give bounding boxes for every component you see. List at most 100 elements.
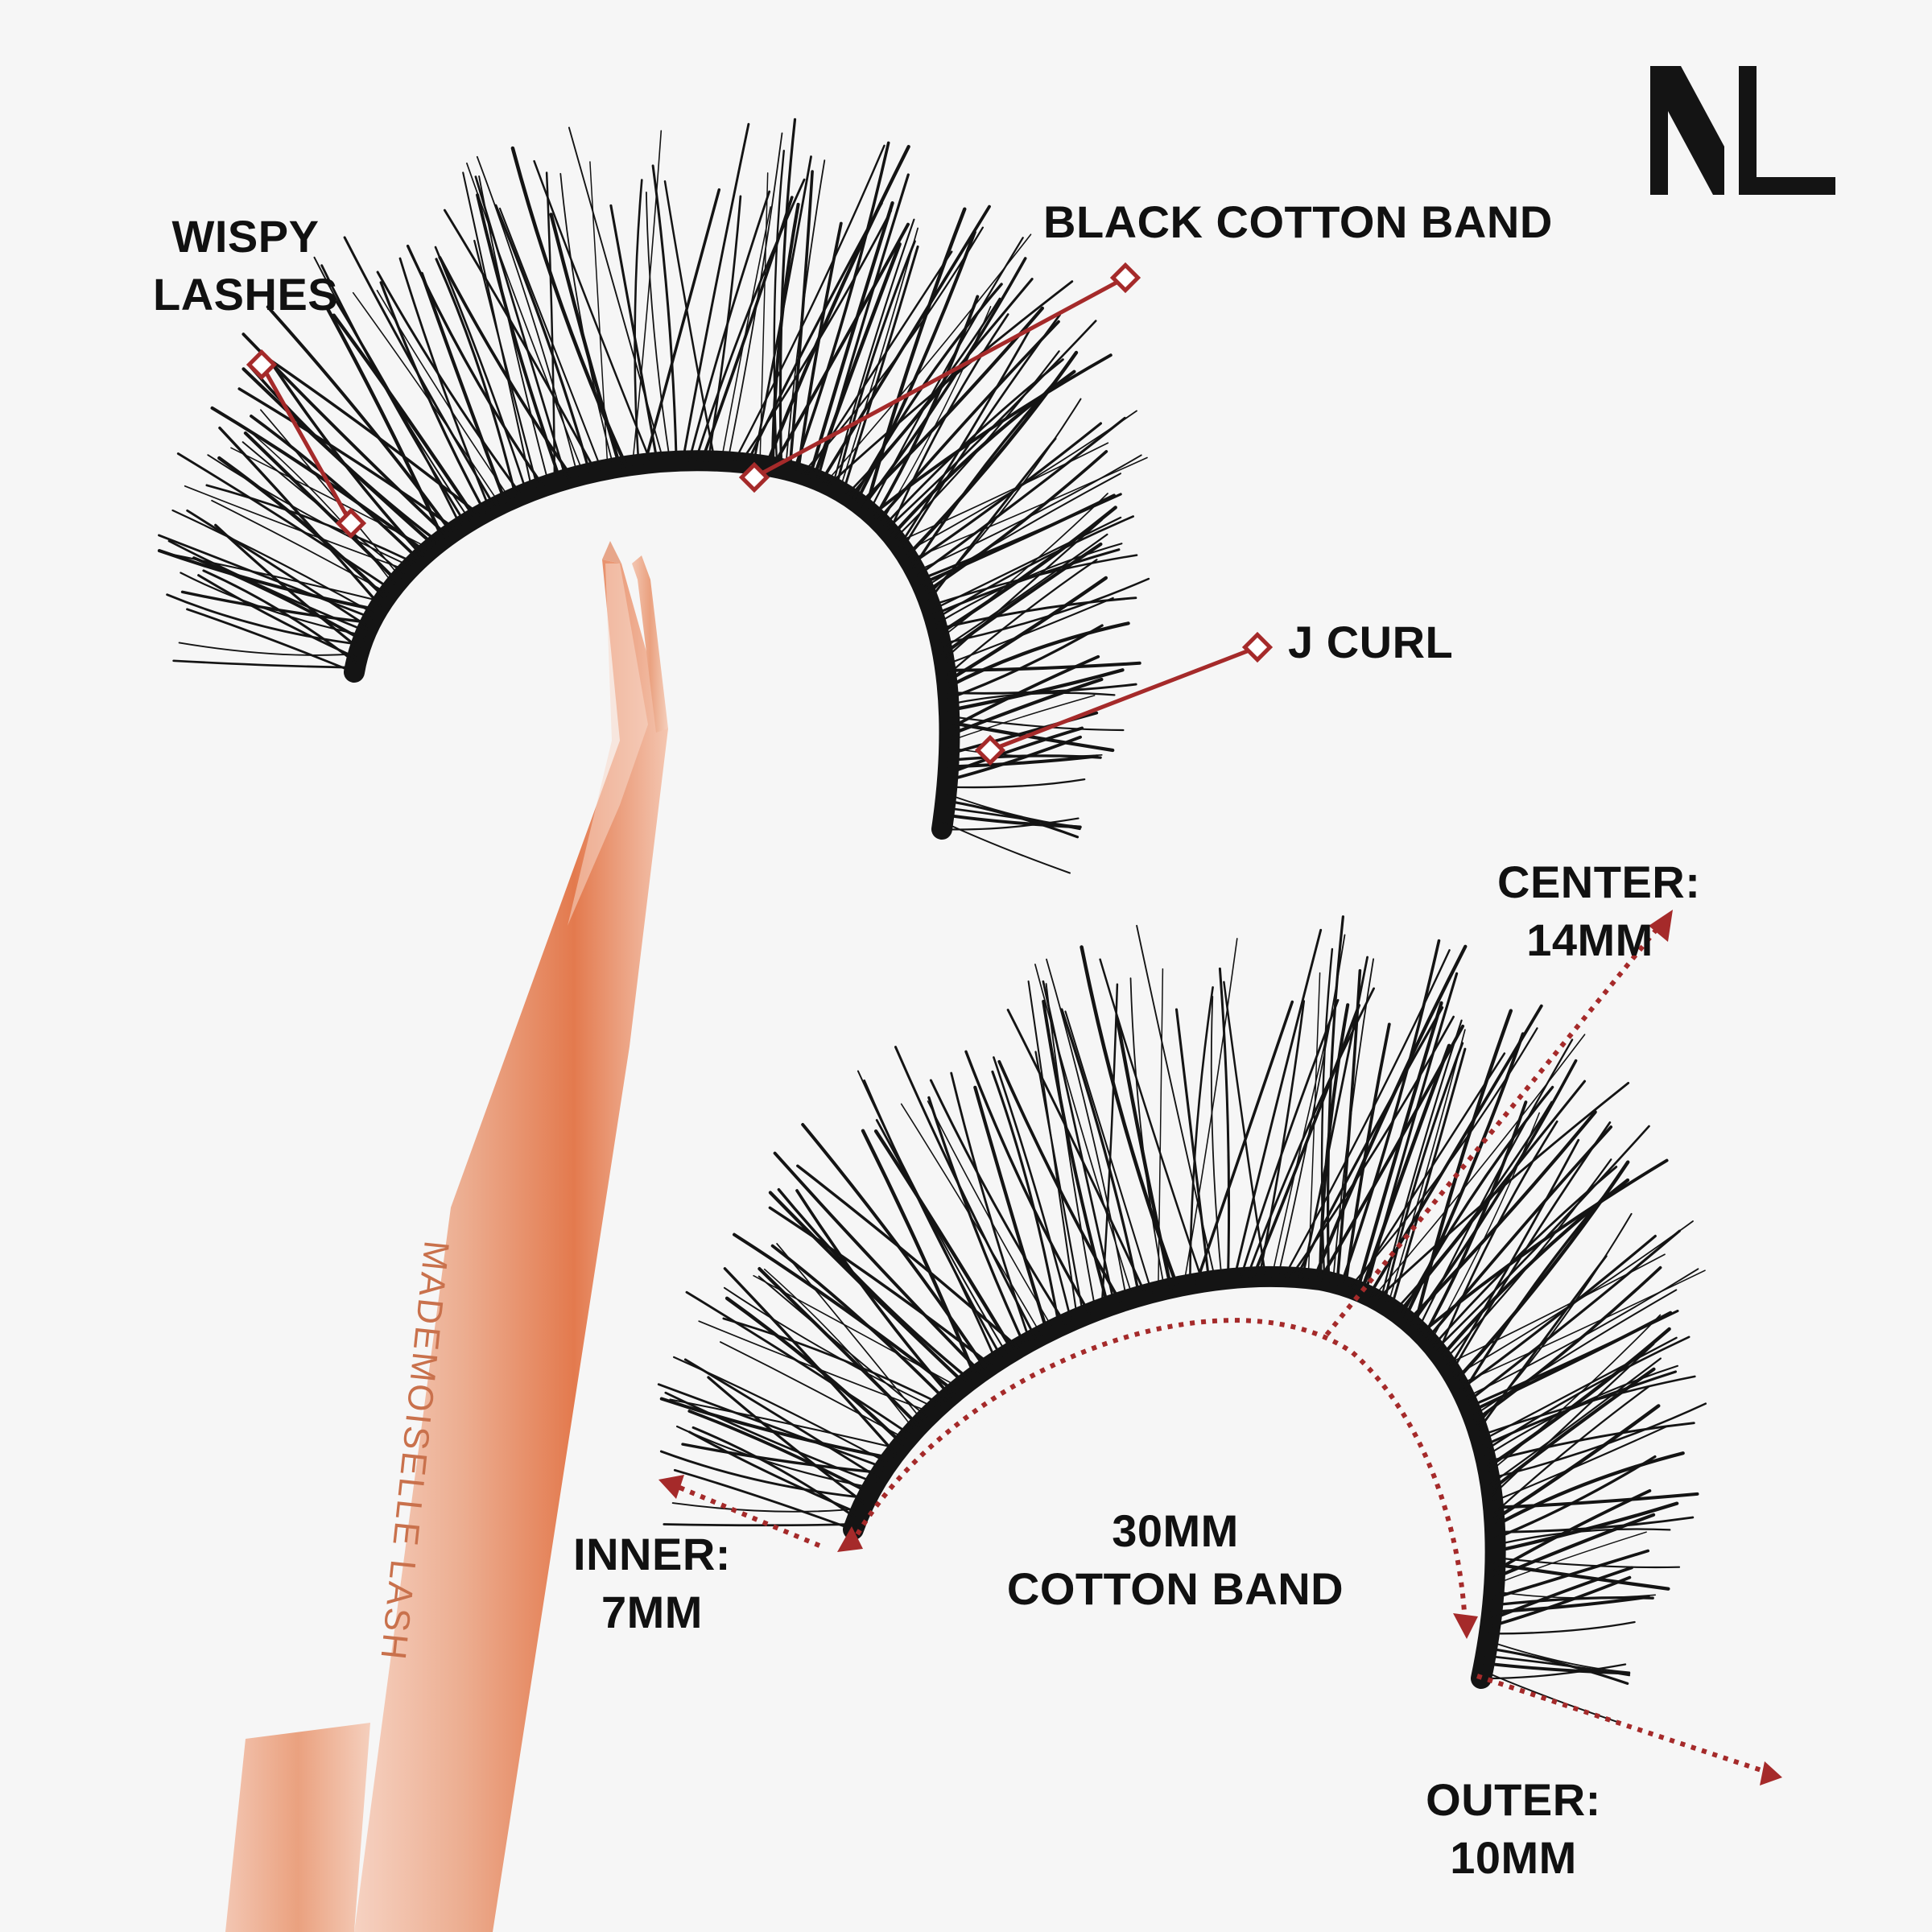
lash-strand — [759, 172, 769, 466]
lash-strand — [947, 677, 1104, 737]
lash-strand — [912, 382, 1055, 569]
lash-strand — [777, 1187, 972, 1382]
lash-strand — [657, 1383, 886, 1469]
lash-strand — [1447, 1138, 1580, 1370]
lash-strand — [796, 221, 843, 475]
lash-strand — [1429, 1112, 1540, 1344]
lash-strand — [1492, 1385, 1650, 1515]
lash-strand — [568, 126, 665, 463]
lash-strand — [927, 1096, 1026, 1347]
lash-strand — [890, 369, 1076, 538]
lash-strand — [707, 195, 742, 462]
lash-strand — [873, 295, 980, 519]
lash-strand — [1294, 1006, 1444, 1279]
lash-strand — [1493, 1489, 1652, 1573]
lash-strand — [498, 207, 603, 472]
lash-strand — [946, 735, 1082, 782]
lash-strand — [901, 313, 1061, 551]
lash-strand — [178, 642, 360, 656]
lash-strand — [609, 204, 659, 464]
lash-strand — [910, 422, 1102, 565]
lash-strand — [1189, 986, 1214, 1286]
lash-strand — [663, 180, 716, 462]
lash-strand — [947, 668, 1125, 712]
lash-strand — [1487, 1640, 1631, 1674]
lash-strand — [205, 484, 416, 564]
lash-strand — [1493, 1563, 1670, 1591]
lash-strand — [167, 539, 368, 633]
lash-strand — [1435, 1125, 1650, 1352]
lash-strand — [727, 132, 783, 463]
lash-strand — [510, 146, 629, 469]
lash-strand — [673, 1468, 855, 1531]
lash-strand — [1476, 1254, 1608, 1432]
lash-strand — [773, 1151, 982, 1374]
lash-strand — [687, 1410, 872, 1495]
lash-strand — [266, 305, 454, 535]
lash-strand — [419, 271, 507, 504]
lash-strand — [894, 350, 1060, 540]
lash-strand — [1158, 968, 1164, 1292]
lash-strand — [1046, 958, 1128, 1301]
lash-strand — [948, 715, 1125, 732]
lash-strand — [1410, 1059, 1578, 1326]
lash-strand — [634, 179, 643, 466]
lash-strand — [720, 1341, 907, 1440]
lash-strand — [947, 654, 1100, 730]
lash-strand — [376, 290, 511, 501]
lash-strand — [1489, 1357, 1662, 1485]
lash-strand — [1340, 939, 1441, 1287]
lash-strand — [474, 175, 568, 481]
curl-leader-line — [989, 645, 1258, 753]
lash-strand — [164, 552, 384, 603]
lash-strand — [676, 1425, 873, 1489]
lash-strand — [1239, 999, 1340, 1279]
lash-strand — [1223, 980, 1267, 1278]
lash-strand — [1437, 1120, 1558, 1355]
lash-strand — [947, 624, 1104, 700]
lash-strand — [406, 244, 545, 489]
lash-strand — [1465, 1229, 1681, 1404]
lash-strand — [1485, 1647, 1629, 1685]
lash-strand — [1389, 1047, 1467, 1311]
lash-strand — [646, 192, 671, 463]
lash-strand — [1042, 1000, 1110, 1308]
lash-strand — [861, 257, 1027, 509]
black-cotton-band-label: BLACK COTTON BAND — [1043, 196, 1553, 247]
inner-measure-line — [667, 1480, 821, 1548]
lash-strand — [873, 1129, 1015, 1353]
lash-strand — [197, 574, 359, 660]
lash-strand — [1099, 958, 1204, 1283]
lash-strand — [1335, 968, 1362, 1286]
lash-strand — [1382, 1042, 1464, 1306]
lash-strand — [1064, 1010, 1153, 1294]
lash-strand — [807, 201, 894, 479]
lash-strand — [260, 409, 402, 579]
tweezer-grip-ridges — [225, 1723, 370, 1932]
lash-strand — [643, 188, 721, 465]
center-length-label: CENTER: 14MM — [1497, 857, 1701, 965]
lash-strand — [476, 155, 579, 477]
j-curl-label: J CURL — [1288, 617, 1454, 667]
lash-strand — [184, 485, 409, 572]
lash-strand — [1045, 983, 1096, 1312]
lash-strand — [936, 506, 1117, 636]
lash-strand — [172, 659, 357, 669]
band-measure-line — [849, 1318, 1468, 1627]
lash-strand — [1492, 1404, 1661, 1521]
lash-strand — [1450, 1121, 1612, 1374]
lash-strand — [1355, 1001, 1443, 1293]
lash-strand — [1326, 915, 1344, 1283]
lash-strand — [211, 499, 390, 595]
lash-strand — [1443, 1158, 1612, 1362]
lash-strand — [687, 1430, 861, 1515]
inner-length-label: INNER: 7MM — [573, 1529, 731, 1637]
lash-strand — [1312, 944, 1468, 1282]
lash-strand — [707, 1376, 866, 1505]
lash-strand — [698, 1320, 933, 1414]
lash-strand — [1472, 1289, 1678, 1418]
lash-strand — [945, 621, 1130, 689]
band-arrowhead-left — [837, 1526, 863, 1552]
lash-strand — [1482, 1662, 1631, 1675]
